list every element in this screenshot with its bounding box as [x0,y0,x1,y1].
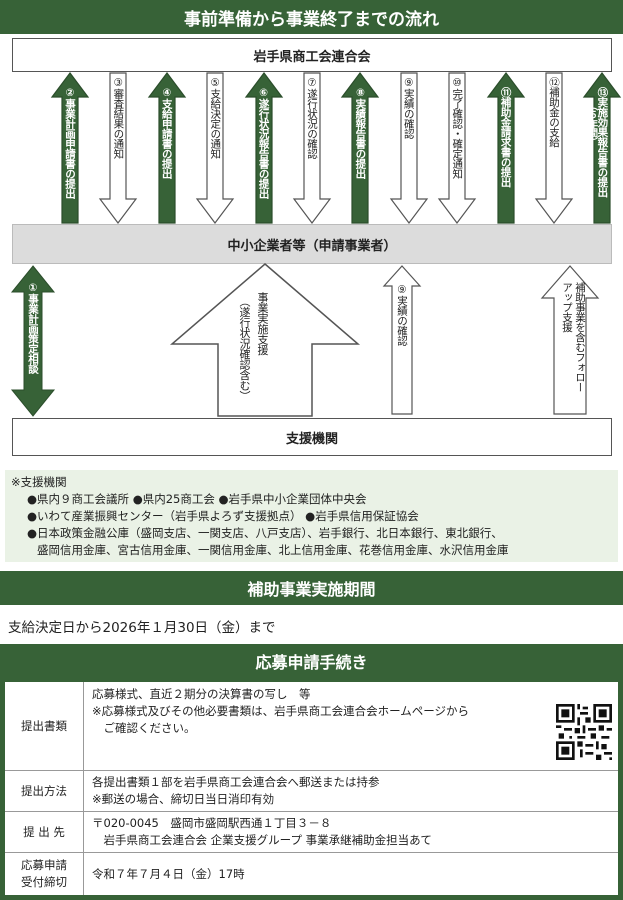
confirm-up-arrow [382,265,422,415]
step-label: ⑦遂行状況の確認 [306,77,318,159]
step-arrow-down [389,72,428,224]
step-label: ④支給申請書の提出 [160,87,173,179]
followup-up-arrow [540,265,600,415]
step-arrow-up [244,72,283,224]
procedure-row-head: 提出書類 [5,682,84,770]
period-title: 補助事業実施期間 [247,580,376,599]
procedure-row-head: 提出方法 [5,771,84,811]
procedure-row-head: 提 出 先 [5,812,84,852]
procedure-row-destination: 提 出 先 〒020-0045 盛岡市盛岡駅西通１丁目３－８ 岩手県商工会連合会… [5,812,618,853]
step-arrow-up [50,72,90,224]
step-arrow-up [341,72,380,224]
step-label: ⑬実施効果報告書の提出 [596,87,609,197]
bottom-entity-label: 支援機関 [285,431,338,447]
flow-title-bar: 事前準備から事業終了までの流れ [0,0,623,34]
flow-title: 事前準備から事業終了までの流れ [184,9,439,30]
step-arrow-up [486,72,525,224]
step-arrow-down [534,72,574,224]
step-label: ③審査結果の通知 [112,77,125,159]
procedure-row-body: 〒020-0045 盛岡市盛岡駅西通１丁目３－８ 岩手県商工会連合会 企業支援グ… [92,816,432,847]
support-orgs-note: ※支援機関 ●県内９商工会議所 ●県内25商工会 ●岩手県中小企業団体中央会 ●… [5,470,618,562]
followup-label-2: アップ支援 [561,282,573,332]
top-entity-label: 岩手県商工会連合会 [253,49,371,65]
step-label: ⑥遂行状況報告書の提出 [257,87,270,199]
support-orgs-heading: ※支援機関 [11,475,67,489]
procedure-row-body: 令和７年７月４日（金）17時 [92,866,245,881]
support-big-up-arrow [169,263,361,417]
support-orgs-line: ●日本政策金融公庫（盛岡支店、一関支店、八戸支店）、岩手銀行、北日本銀行、東北銀… [27,526,503,540]
step-arrow-down [99,72,138,224]
top-entity-box: 岩手県商工会連合会 [12,38,612,72]
step-arrow-down [437,72,477,224]
followup-label-1: 補助事業を含むフォロー [574,282,586,392]
step-sublabel: （５年間） [586,101,598,146]
step-label: ⑤支給決定の通知 [209,77,222,159]
qr-code-icon[interactable] [556,704,612,760]
step-label: ⑫補助金の支給 [548,77,560,147]
step-arrow-down [292,72,332,224]
step-arrow-up [583,72,622,224]
middle-entity-label: 中小企業者等（申請事業者） [227,238,397,254]
period-text: 支給決定日から2026年１月30日（金）まで [8,620,276,636]
step-label: ⑩完了確認・確定通知 [451,77,464,179]
procedure-row-body: 応募様式、直近２期分の決算書の写し 等 ※応募様式及びその他必要書類は、岩手県商… [84,682,618,770]
procedure-title-bar: 応募申請手続き [0,644,623,678]
support-orgs-line: ●県内９商工会議所 ●県内25商工会 ●岩手県中小企業団体中央会 [27,492,367,506]
step-arrow-up [147,72,186,224]
procedure-row-deadline: 応募申請 受付締切 令和７年７月４日（金）17時 [5,853,618,895]
middle-entity-box: 中小企業者等（申請事業者） [12,224,612,264]
consult-double-arrow [10,265,56,417]
procedure-row-body: 各提出書類１部を岩手県商工会連合会へ郵送または持参 ※郵送の場合、締切日当日消印… [92,775,380,806]
support-orgs-line: 盛岡信用金庫、宮古信用金庫、一関信用金庫、北上信用金庫、花巻信用金庫、水沢信用金… [37,543,509,557]
step-label: ⑧実績報告書の提出 [354,87,367,179]
period-title-bar: 補助事業実施期間 [0,571,623,605]
procedure-row-head: 応募申請 受付締切 [5,853,84,895]
step-arrow-down [195,72,235,224]
procedure-row-method: 提出方法 各提出書類１部を岩手県商工会連合会へ郵送または持参 ※郵送の場合、締切… [5,771,618,812]
procedure-row-documents: 提出書類 応募様式、直近２期分の決算書の写し 等 ※応募様式及びその他必要書類は… [5,682,618,771]
support-sub-label: （遂行状況確認含む） [238,296,251,401]
step-label: ②事業計画申請書の提出 [64,87,76,199]
support-main-label: 事業実施支援 [256,292,269,355]
confirm-label: ⑨実績の確認 [396,284,408,346]
procedure-title: 応募申請手続き [255,653,368,672]
support-orgs-line: ●いわて産業振興センター（岩手県よろず支援拠点） ●岩手県信用保証協会 [27,509,419,523]
step-label: ⑨実績の確認 [402,77,415,139]
consult-label: ①事業計画策定相談 [27,282,39,374]
step-label: ⑪補助金請求書の提出 [499,87,512,187]
bottom-entity-box: 支援機関 [12,418,612,456]
